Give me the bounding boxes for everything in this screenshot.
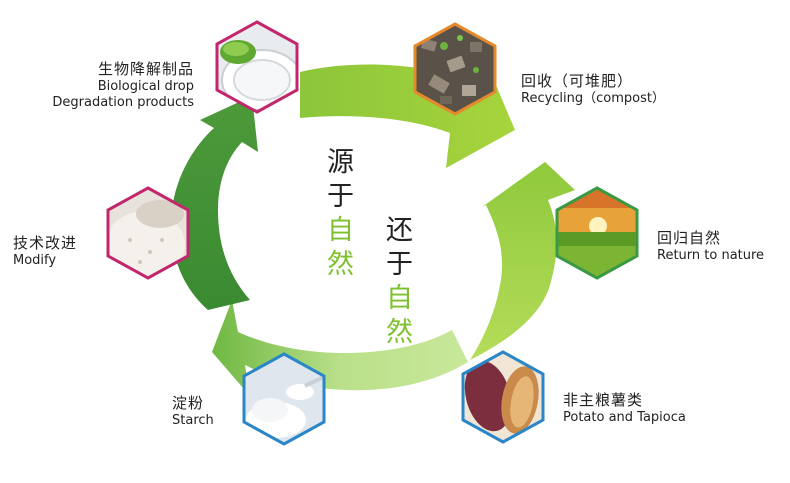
- return-char-2: 于: [386, 249, 413, 280]
- hex-recycling: [413, 22, 497, 116]
- hex-starch: [242, 352, 326, 446]
- label-potato-tapioca: 非主粮薯类 Potato and Tapioca: [563, 391, 686, 426]
- center-text-origin: 源 于 自 然: [327, 146, 354, 282]
- recycle-en: Recycling（compost）: [521, 90, 665, 106]
- potato-en: Potato and Tapioca: [563, 409, 686, 425]
- return-char-1: 还: [386, 215, 413, 246]
- starch-en: Starch: [172, 412, 214, 428]
- nature-cn: 回归自然: [657, 229, 722, 247]
- label-recycling: 回收（可堆肥） Recycling（compost）: [521, 72, 665, 107]
- center-text-return: 还 于 自 然: [386, 214, 413, 350]
- hex-biological-products: [215, 20, 299, 114]
- nature-en: Return to nature: [657, 247, 765, 263]
- return-char-4: 然: [386, 317, 413, 348]
- origin-char-1: 源: [327, 147, 354, 178]
- label-biological-products: 生物降解制品 Biological drop Degradation produ…: [52, 60, 194, 111]
- bio-en-1: Biological drop: [97, 78, 194, 94]
- starch-cn: 淀粉: [172, 394, 205, 412]
- arrow-left: [171, 96, 258, 310]
- label-return-to-nature: 回归自然 Return to nature: [657, 229, 764, 264]
- label-modify: 技术改进 Modify: [13, 234, 77, 269]
- hex-potato-tapioca: [461, 350, 545, 444]
- label-starch: 淀粉 Starch: [172, 394, 214, 429]
- bio-cn: 生物降解制品: [97, 60, 194, 78]
- return-char-3: 自: [386, 283, 413, 314]
- origin-char-3: 自: [327, 215, 354, 246]
- arrow-right: [470, 162, 575, 360]
- origin-char-4: 然: [327, 249, 354, 280]
- recycle-cn: 回收（可堆肥）: [521, 72, 634, 90]
- potato-cn: 非主粮薯类: [563, 391, 644, 409]
- hex-return-to-nature: [555, 186, 639, 280]
- modify-cn: 技术改进: [13, 234, 78, 252]
- modify-en: Modify: [13, 252, 57, 268]
- origin-char-2: 于: [327, 181, 354, 212]
- bio-en-2: Degradation products: [52, 95, 194, 110]
- hex-modify: [106, 186, 190, 280]
